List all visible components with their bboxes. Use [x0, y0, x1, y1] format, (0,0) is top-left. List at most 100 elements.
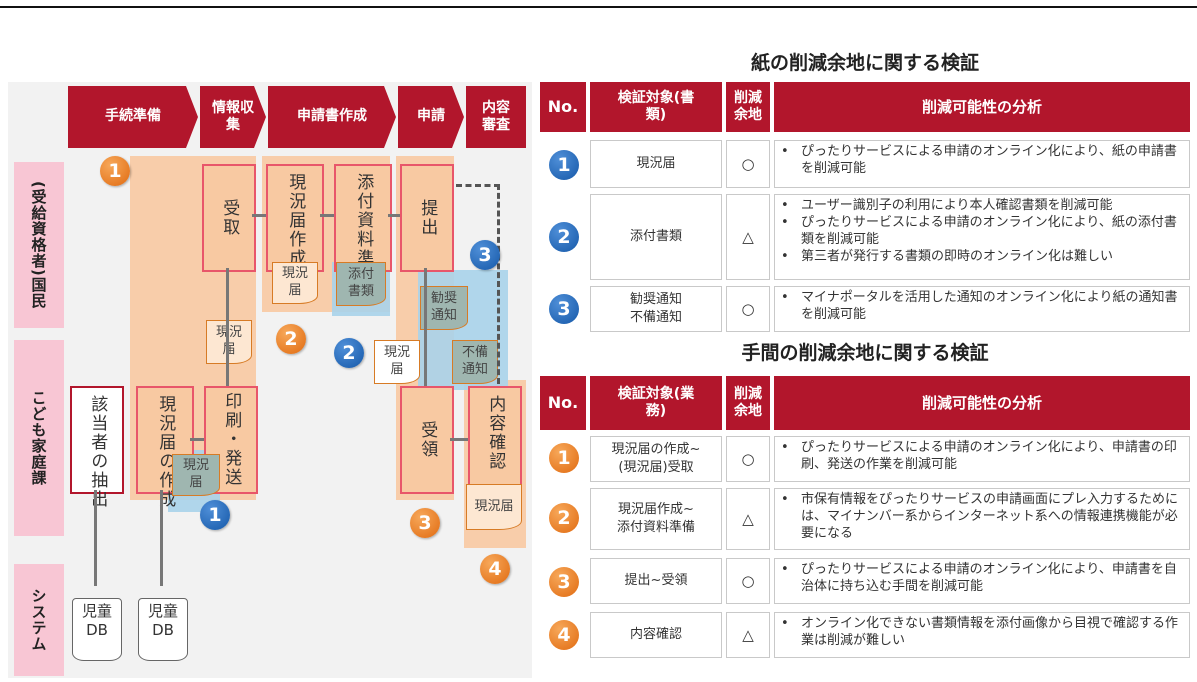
- room-cell: ○: [726, 436, 770, 482]
- arrow: [160, 490, 163, 586]
- doc-label: 不備通知: [461, 345, 488, 377]
- marker-label: 1: [108, 160, 122, 182]
- lane-label: こども家庭課: [29, 390, 48, 486]
- doc-label: 添付書類: [347, 267, 374, 299]
- room-cell: △: [726, 488, 770, 550]
- lane-label: (受給資格者)国民: [29, 181, 48, 309]
- doc-genkyo: 現況届: [206, 320, 252, 364]
- target-cell: 添付書類: [590, 194, 722, 280]
- box-label: 該当者の抽出: [87, 395, 108, 509]
- marker-2-orange: 2: [276, 324, 306, 354]
- box-genkyo-sakusei-citizen: 現況届作成: [266, 164, 324, 272]
- analysis-item: ぴったりサービスによる申請のオンライン化により、紙の申請書を削減可能: [781, 144, 1183, 178]
- analysis-item: ぴったりサービスによる申請のオンライン化により、申請書の印刷、発送の作業を削減可…: [781, 440, 1183, 474]
- analysis-cell: 市保有情報をぴったりサービスの申請画面にプレ入力するためには、マイナンバー系から…: [774, 488, 1190, 550]
- room-cell: ○: [726, 140, 770, 188]
- col-analysis: 削減可能性の分析: [774, 376, 1190, 430]
- marker-3-blue: 3: [470, 240, 500, 270]
- header-label: 検証対象(業務): [617, 386, 695, 419]
- lane-citizen: (受給資格者)国民: [14, 162, 64, 328]
- lane-label: システム: [29, 588, 48, 652]
- row-number-label: 3: [557, 298, 571, 320]
- analysis-item: ぴったりサービスによる申請のオンライン化により、紙の添付書類を削減可能: [781, 215, 1183, 249]
- analysis-item: 市保有情報をぴったりサービスの申請画面にプレ入力するためには、マイナンバー系から…: [781, 492, 1183, 543]
- doc-genkyo: 現況届: [272, 262, 318, 304]
- lane-system: システム: [14, 564, 64, 676]
- phase-label: 手続準備: [105, 108, 161, 125]
- row-number-label: 2: [557, 507, 571, 529]
- analysis-item: ユーザー識別子の利用により本人確認書類を削減可能: [781, 198, 1183, 215]
- marker-4-orange: 4: [480, 554, 510, 584]
- target-cell: 現況届: [590, 140, 722, 188]
- row-number: 2: [549, 503, 579, 533]
- box-gaitou-chushutsu: 該当者の抽出: [70, 386, 124, 509]
- marker-1-blue: 1: [200, 500, 230, 530]
- phase-shinsei: 申請: [398, 86, 464, 148]
- phase-shinseisho: 申請書作成: [268, 86, 396, 148]
- row-number: 3: [549, 294, 579, 324]
- col-room: 削減余地: [726, 376, 770, 430]
- arrow: [424, 268, 427, 386]
- arrow: [94, 490, 97, 586]
- phase-tetsuzuki: 手続準備: [68, 86, 198, 148]
- analysis-item: マイナポータルを活用した通知のオンライン化により紙の通知書を削減可能: [781, 290, 1183, 324]
- header-label: 削減余地: [734, 386, 762, 419]
- col-no: No.: [540, 376, 586, 430]
- analysis-cell: ぴったりサービスによる申請のオンライン化により、申請書の印刷、発送の作業を削減可…: [774, 436, 1190, 482]
- paper-table-title: 紙の削減余地に関する検証: [750, 52, 979, 74]
- row-number-label: 2: [557, 226, 571, 248]
- top-rule: [0, 6, 1197, 8]
- db-label: 児童DB: [147, 602, 178, 639]
- row-number: 4: [549, 620, 579, 650]
- target-cell: 勧奨通知 不備通知: [590, 286, 722, 332]
- jidou-db: 児童DB: [138, 598, 188, 661]
- box-label: 印刷・発送: [221, 392, 242, 487]
- box-uketori: 受取: [202, 164, 256, 272]
- col-no: No.: [540, 82, 586, 132]
- row-number-label: 1: [557, 447, 571, 469]
- analysis-cell: ぴったりサービスによる申請のオンライン化により、紙の申請書を削減可能: [774, 140, 1190, 188]
- marker-label: 3: [478, 244, 492, 266]
- analysis-cell: オンライン化できない書類情報を添付画像から目視で確認する作業は削減が難しい: [774, 612, 1190, 658]
- box-label: 受取: [219, 199, 240, 237]
- analysis-item: 第三者が発行する書類の即時のオンライン化は難しい: [781, 249, 1183, 266]
- phase-label: 申請: [417, 108, 445, 125]
- marker-label: 2: [342, 342, 356, 364]
- header-label: 検証対象(書類): [617, 90, 695, 123]
- row-number-label: 4: [557, 624, 571, 646]
- room-cell: ○: [726, 558, 770, 604]
- doc-kansho-tsuchi: 勧奨通知: [420, 286, 468, 330]
- row-number-label: 3: [557, 571, 571, 593]
- arrow: [190, 438, 204, 441]
- target-cell: 現況届の作成~ (現況届)受取: [590, 436, 722, 482]
- arrow: [450, 438, 468, 441]
- effort-table-title: 手間の削減余地に関する検証: [741, 342, 989, 364]
- box-teishutsu: 提出: [400, 164, 454, 272]
- col-target: 検証対象(書類): [590, 82, 722, 132]
- doc-label: 勧奨通知: [430, 291, 457, 323]
- header-label: 削減余地: [734, 90, 762, 123]
- phase-jouhou: 情報収集: [200, 86, 266, 148]
- arrow: [252, 214, 266, 217]
- col-analysis: 削減可能性の分析: [774, 82, 1190, 132]
- room-cell: △: [726, 194, 770, 280]
- room-cell: △: [726, 612, 770, 658]
- doc-label: 現況届: [383, 345, 410, 377]
- marker-2-blue: 2: [334, 338, 364, 368]
- target-cell: 現況届作成~ 添付資料準備: [590, 488, 722, 550]
- phase-label: 申請書作成: [297, 108, 367, 125]
- doc-label: 現況届: [182, 458, 209, 490]
- doc-tenpu-shorui: 添付書類: [336, 262, 386, 306]
- doc-fubi-tsuchi: 不備通知: [452, 340, 498, 384]
- row-number: 1: [549, 443, 579, 473]
- row-number: 2: [549, 222, 579, 252]
- box-label: 提出: [417, 199, 438, 237]
- analysis-item: ぴったりサービスによる申請のオンライン化により、申請書を自治体に持ち込む手間を削…: [781, 562, 1183, 596]
- lane-office: こども家庭課: [14, 340, 64, 536]
- col-room: 削減余地: [726, 82, 770, 132]
- phase-label: 内容審査: [482, 99, 510, 134]
- doc-label: 現況届: [213, 325, 245, 359]
- analysis-cell: ユーザー識別子の利用により本人確認書類を削減可能 ぴったりサービスによる申請のオ…: [774, 194, 1190, 280]
- box-label: 受領: [417, 421, 438, 459]
- doc-label: 現況届: [281, 266, 308, 298]
